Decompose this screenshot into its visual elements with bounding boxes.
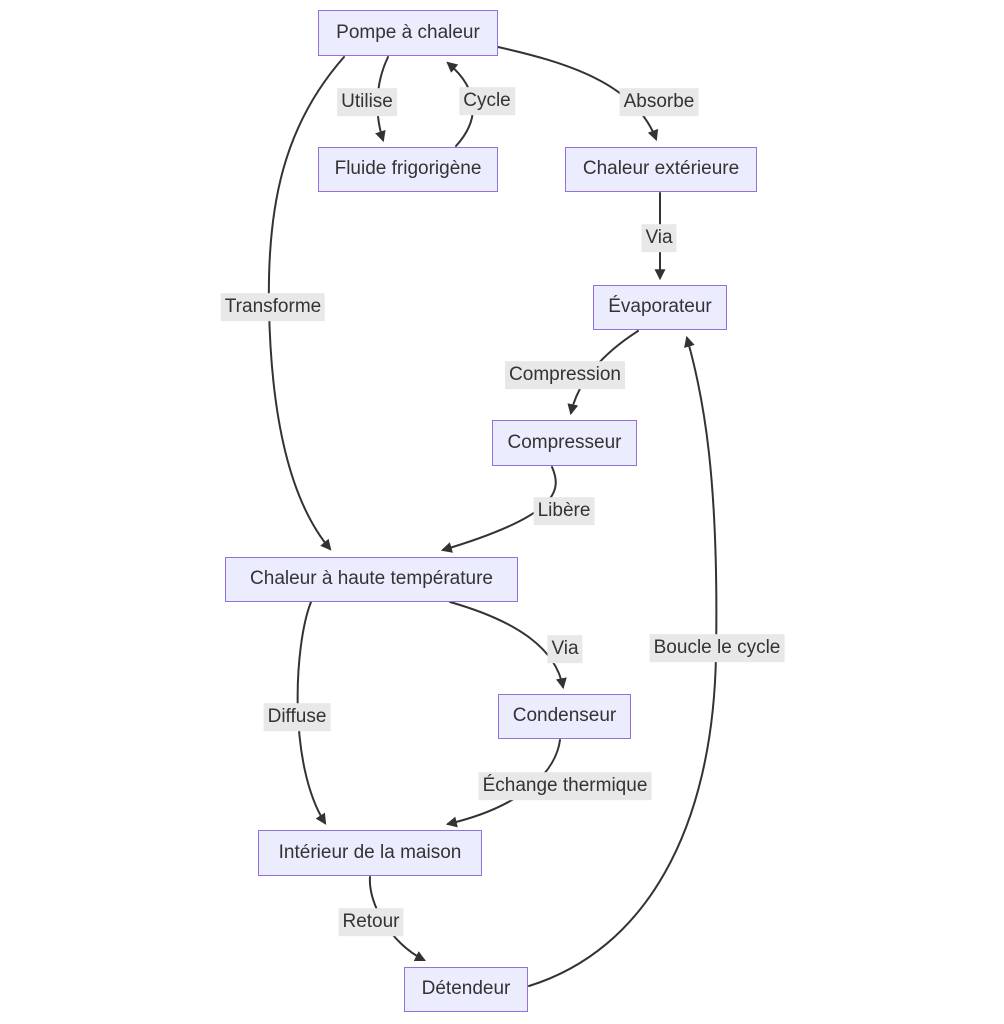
edge-chaleur-haute-condenseur	[449, 601, 567, 690]
node-interieur-maison: Intérieur de la maison	[258, 830, 482, 876]
node-condenseur: Condenseur	[498, 694, 631, 739]
edge-label-diffuse: Diffuse	[263, 703, 331, 731]
edge-label-compression: Compression	[505, 361, 625, 389]
edge-pompe-chaleur-ext	[497, 46, 659, 142]
edge-label-utilise: Utilise	[337, 88, 397, 116]
node-fluide-frigorigene: Fluide frigorigène	[318, 147, 498, 192]
edge-label-retour: Retour	[338, 908, 404, 936]
edge-label-absorbe: Absorbe	[619, 88, 699, 116]
edge-label-cycle: Cycle	[459, 87, 515, 115]
node-chaleur-exterieure: Chaleur extérieure	[565, 147, 757, 192]
edge-detendeur-evaporateur	[528, 335, 718, 987]
node-chaleur-haute-temperature: Chaleur à haute température	[225, 557, 518, 602]
node-compresseur: Compresseur	[492, 420, 637, 466]
edge-label-libere: Libère	[533, 497, 595, 525]
edge-label-transforme: Transforme	[220, 293, 326, 321]
node-detendeur: Détendeur	[404, 967, 528, 1012]
node-evaporateur: Évaporateur	[593, 285, 727, 330]
edge-label-via-2: Via	[547, 635, 583, 663]
edge-label-echange-thermique: Échange thermique	[478, 772, 652, 800]
edge-label-via-1: Via	[641, 224, 677, 252]
node-pompe-a-chaleur: Pompe à chaleur	[318, 10, 498, 56]
edge-label-boucle-le-cycle: Boucle le cycle	[649, 634, 785, 662]
